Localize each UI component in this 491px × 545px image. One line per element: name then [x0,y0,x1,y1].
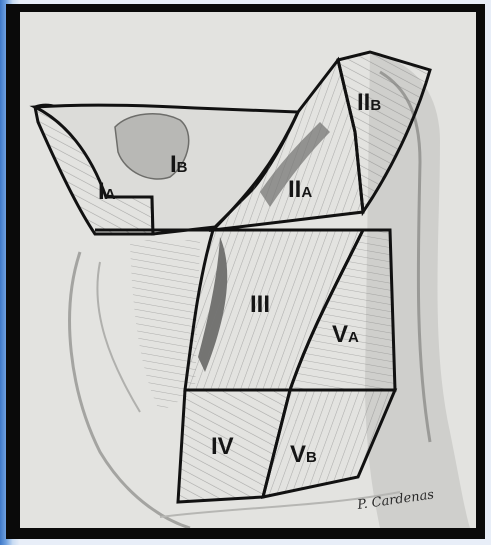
label-level-iii: III [250,291,270,318]
photo-frame: IA IB IIA IIB III VA IV VB P. Cardenas [6,4,485,539]
neck-levels-diagram: IA IB IIA IIB III VA IV VB P. Cardenas [20,12,476,528]
label-level-iv: IV [211,433,234,460]
